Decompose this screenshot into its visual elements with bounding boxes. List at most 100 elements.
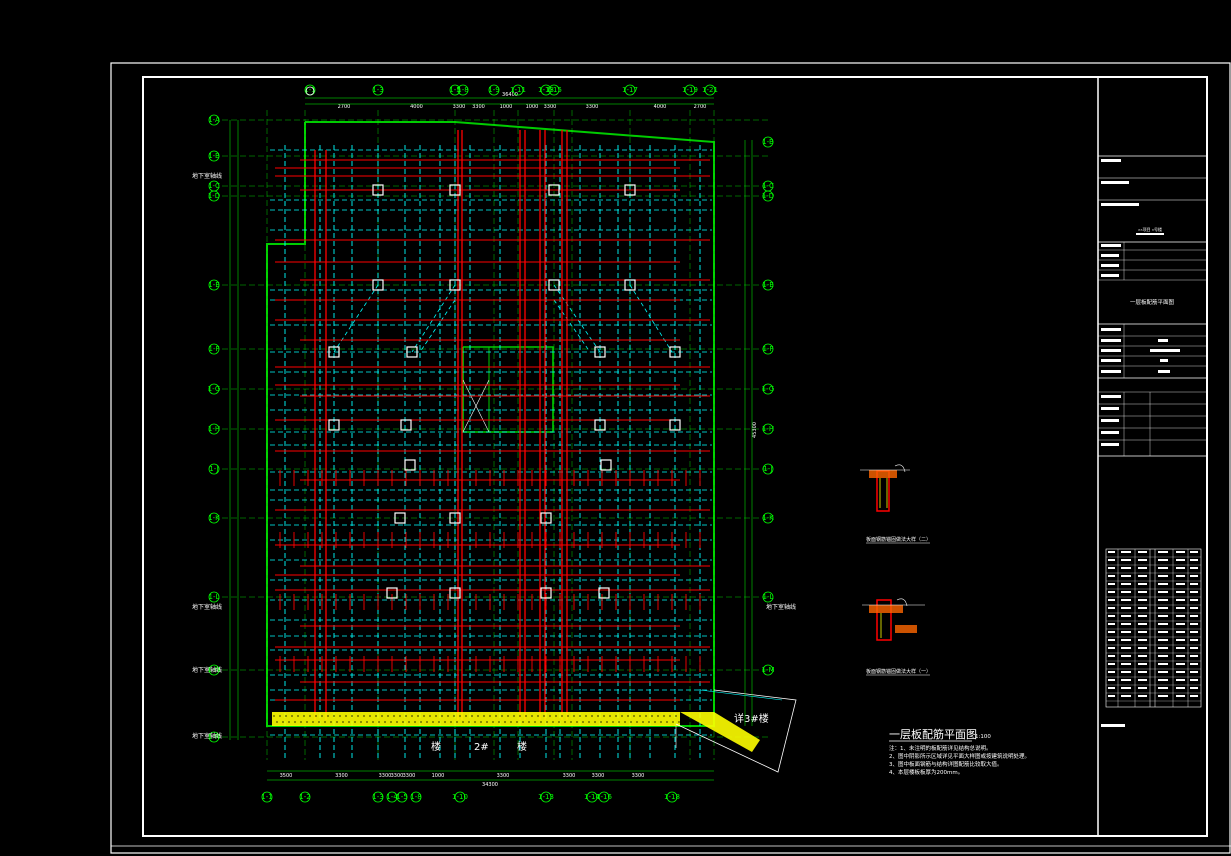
column — [400, 419, 412, 431]
table-cell-mark — [1190, 663, 1198, 665]
table-cell-mark — [1138, 679, 1147, 681]
table-cell-mark — [1190, 639, 1198, 641]
table-cell-mark — [1108, 663, 1115, 665]
table-cell-mark — [1108, 631, 1115, 633]
stair-label-right: 楼 — [517, 740, 527, 753]
hatch-dot — [312, 721, 314, 723]
grid-bubble-top — [372, 84, 384, 96]
column — [594, 419, 606, 431]
table-cell-mark — [1121, 631, 1131, 633]
grid-bubble-left-label: 1-D — [208, 192, 220, 200]
grid-bubble-top-label: 1-21 — [702, 86, 718, 94]
table-cell-mark — [1108, 583, 1115, 585]
column — [600, 459, 612, 471]
table-cell-mark — [1138, 615, 1147, 617]
hatch-dot — [672, 721, 674, 723]
grid-bubble-bottom-label: 1-4 — [386, 793, 398, 801]
grid-bubble-left — [208, 150, 220, 162]
grid-bubble-left — [208, 190, 220, 202]
hatch-dot — [309, 715, 311, 717]
grid-bubble-left — [208, 343, 220, 355]
dim-top: 2700 — [338, 104, 351, 110]
grid-bubble-right — [762, 136, 774, 148]
grid-bubble-bottom — [540, 791, 552, 803]
table-cell-mark — [1176, 695, 1185, 697]
table-cell-mark — [1190, 551, 1198, 553]
hatch-dot — [483, 715, 485, 717]
table-cell-mark — [1176, 631, 1185, 633]
hatch-dot — [459, 715, 461, 717]
hatch-dot — [486, 721, 488, 723]
grid-bubble-bottom-label: 1-3 — [372, 793, 383, 801]
hatch-dot — [477, 715, 479, 717]
hatch-dot — [444, 721, 446, 723]
grid-bubble-top-label: 1-17 — [622, 86, 638, 94]
detail-caption-1: 板面钢筋锚固做法大样（二） — [866, 536, 931, 543]
grid-bubble-top-label: 1-3 — [372, 86, 383, 94]
hatch-dot — [282, 721, 284, 723]
hatch-dot — [639, 715, 641, 717]
column — [449, 512, 461, 524]
hatch-dot — [360, 721, 362, 723]
grid-bubble-right-label: 1-M — [761, 666, 774, 674]
column — [540, 587, 552, 599]
table-cell-mark — [1121, 559, 1131, 561]
dim-top: 3300 — [586, 104, 599, 110]
table-cell-mark — [1158, 591, 1168, 593]
hatch-dot — [405, 715, 407, 717]
grid-bubble-left-label: 1-M — [207, 666, 220, 674]
north-marker — [305, 86, 315, 96]
hatch-dot — [582, 721, 584, 723]
hatch-dot — [273, 715, 275, 717]
beam-line — [333, 284, 379, 353]
column — [406, 346, 418, 358]
beam-line — [553, 284, 601, 353]
hatch-dot — [555, 715, 557, 717]
column — [404, 459, 416, 471]
hatch-dot — [441, 715, 443, 717]
table-cell-mark — [1176, 655, 1185, 657]
hatch-dot — [567, 715, 569, 717]
hatch-dot — [615, 715, 617, 717]
table-cell-mark — [1158, 615, 1168, 617]
table-cell-mark — [1121, 591, 1131, 593]
table-cell-mark — [1158, 551, 1168, 553]
grid-bubble-left-label: 1-G — [208, 385, 221, 393]
table-cell-mark — [1108, 607, 1115, 609]
column — [669, 346, 681, 358]
table-cell-mark — [1176, 639, 1185, 641]
side-label-left-lower: 地下室轴线 — [192, 666, 222, 674]
stair-label-left: 楼 — [431, 740, 441, 753]
hatch-dot — [537, 715, 539, 717]
detail-ref-label: 详3#楼 — [734, 712, 769, 725]
grid-bubble-top — [512, 84, 524, 96]
table-cell-mark — [1138, 655, 1147, 657]
grid-bubble-right — [762, 591, 774, 603]
table-cell-mark — [1108, 559, 1115, 561]
beam-line — [553, 299, 591, 353]
table-cell-mark — [1121, 655, 1131, 657]
dim-bottom: 3300 — [379, 773, 392, 779]
grid-bubble-right-label: 1-F — [762, 345, 773, 353]
grid-bubble-left-label: 1-F — [208, 345, 219, 353]
column — [540, 512, 552, 524]
table-cell-mark — [1190, 567, 1198, 569]
title-block-drawing-name: 一层板配筋平面图 — [1130, 298, 1175, 306]
side-label-left-top: 地下室轴线 — [192, 172, 222, 180]
grid-bubble-bottom — [598, 791, 610, 803]
hatch-dot — [450, 721, 452, 723]
table-cell-mark — [1121, 615, 1131, 617]
side-label-left-bottom: 地下室轴线 — [192, 732, 222, 740]
hatch-dot — [351, 715, 353, 717]
grid-bubble-right — [762, 423, 774, 435]
hatch-dot — [417, 715, 419, 717]
stair-label-num: 2# — [474, 742, 489, 753]
column — [669, 419, 681, 431]
overall-dim-bottom: 34300 — [482, 782, 498, 788]
hatch-dot — [480, 721, 482, 723]
dim-bottom: 3300 — [497, 773, 510, 779]
detail-caption-2: 板面钢筋锚固做法大样（一） — [866, 668, 931, 675]
hatched-slab-strip — [272, 712, 760, 752]
table-cell-mark — [1121, 567, 1131, 569]
grid-bubble-right — [762, 463, 774, 475]
